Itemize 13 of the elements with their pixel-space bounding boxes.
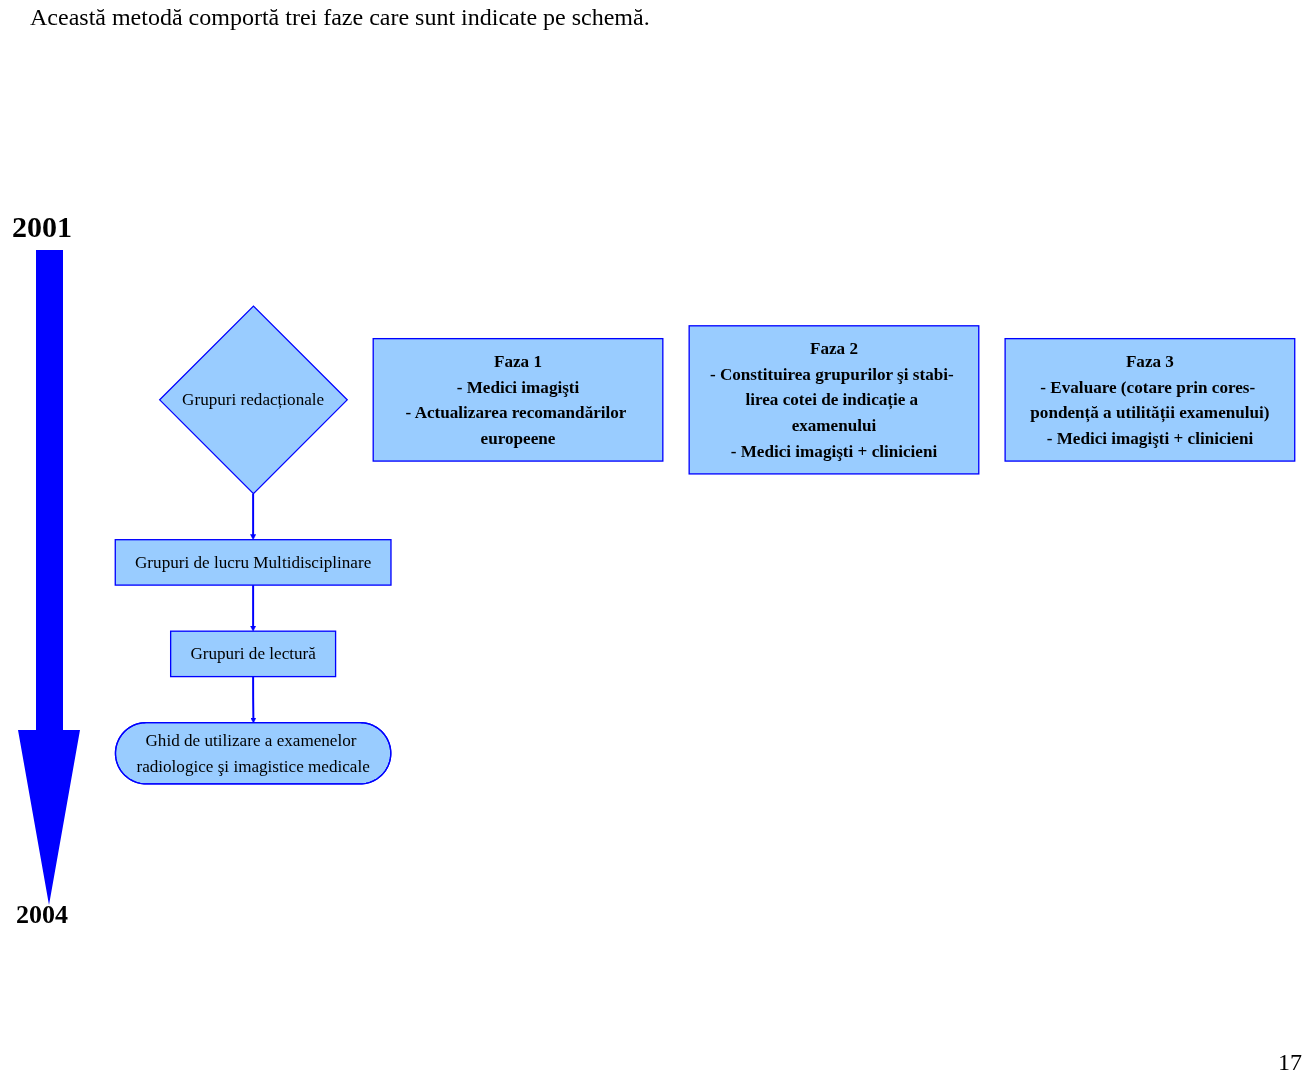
node-box: Faza 2 - Constituirea grupurilor şi stabi- lirea cotei de indicație a examenului - Medici imagişti + clinicieni (688, 325, 980, 475)
node-box: Grupuri de lucru Multidisciplinare (114, 539, 392, 586)
node-box: Faza 1 - Medici imagişti - Actualizarea recomandărilor europeene (372, 337, 664, 462)
node-diamond: Grupuri redacționale (158, 305, 349, 495)
node-box: Grupuri de lectură (170, 630, 337, 678)
year-label: 2004 (16, 900, 68, 930)
year-label: 2001 (12, 210, 72, 244)
intro-text: Această metodă comportă trei faze care sunt indicate pe schemă. (30, 4, 650, 31)
arrow (250, 675, 257, 724)
arrow (250, 584, 256, 632)
node-box: Faza 3 - Evaluare (cotare prin cores- pondență a utilității examenului) - Medici imagişti + clinicieni (1004, 337, 1296, 462)
arrow (250, 492, 256, 540)
page-number: 17 (1278, 1049, 1302, 1076)
